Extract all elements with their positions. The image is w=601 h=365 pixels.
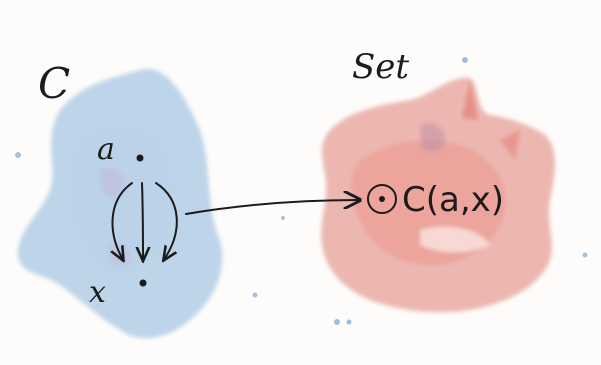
object-a-label: a xyxy=(97,132,115,167)
hom-set-point xyxy=(379,196,385,202)
object-x-dot xyxy=(140,280,147,287)
hom-set-label: C(a,x) xyxy=(402,180,504,220)
morphism-arrow-middle xyxy=(142,183,143,258)
object-a-dot xyxy=(137,155,144,162)
category-c-wash xyxy=(15,69,258,338)
category-c-label: C xyxy=(38,59,70,108)
object-x-label: x xyxy=(89,275,106,310)
category-set-label: Set xyxy=(352,47,409,87)
